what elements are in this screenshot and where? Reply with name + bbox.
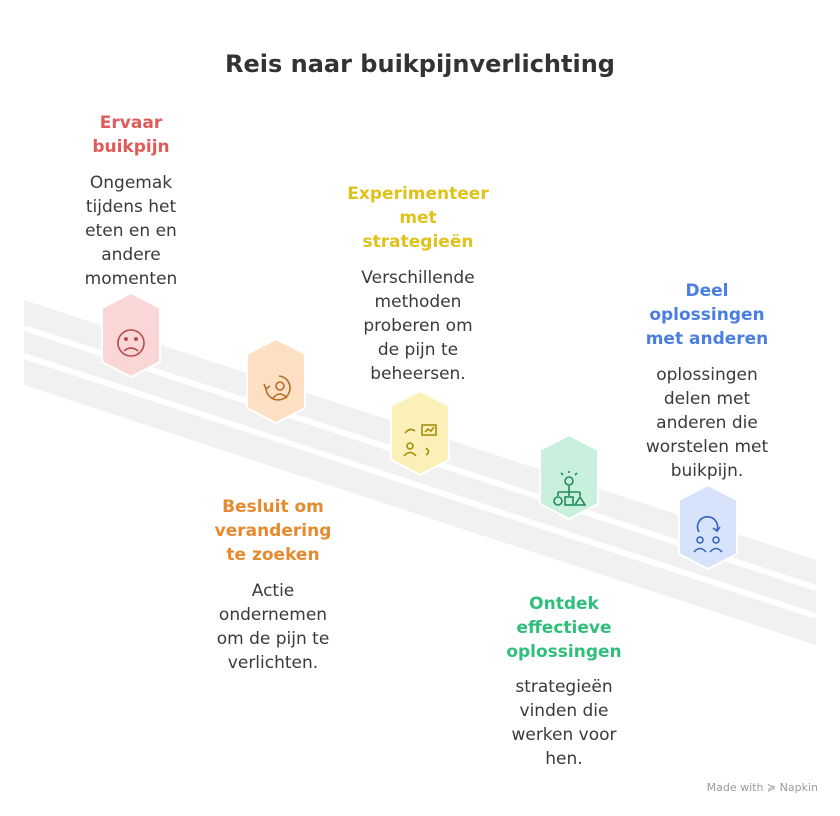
step-2-heading: Besluit om verandering te zoeken — [214, 497, 332, 565]
step-marker-1 — [101, 291, 161, 379]
step-3-description: Verschillende methoden proberen om de pi… — [361, 268, 475, 384]
step-4-description: strategieën vinden die werken voor hen. — [511, 677, 617, 769]
road-lane-line — [23, 353, 817, 619]
share-people-icon — [693, 516, 723, 553]
step-1-heading: Ervaar buikpijn — [92, 113, 170, 157]
sad-face-icon — [117, 329, 145, 357]
step-marker-2 — [246, 337, 306, 425]
step-5-description: oplossingen delen met anderen die worste… — [645, 365, 769, 481]
lightbulb-hierarchy-icon — [553, 471, 587, 506]
step-marker-5 — [678, 483, 738, 571]
step-4-heading: Ontdek effectieve oplossingen — [506, 594, 622, 662]
step-5-heading: Deel oplossingen met anderen — [645, 281, 769, 349]
step-marker-3 — [390, 389, 450, 477]
step-1-description: Ongemak tijdens het eten en en andere mo… — [84, 173, 178, 289]
made-with-napkin-footer[interactable]: Made with ≽ Napkin — [706, 781, 818, 794]
diagram-title: Reis naar buikpijnverlichting — [225, 50, 615, 78]
step-3-heading: Experimenteer met strategieën — [347, 184, 489, 252]
presentation-icon — [403, 424, 437, 457]
step-marker-4 — [539, 433, 599, 521]
step-2-description: Actie ondernemen om de pijn te verlichte… — [216, 581, 330, 673]
person-cycle-icon — [263, 375, 291, 401]
